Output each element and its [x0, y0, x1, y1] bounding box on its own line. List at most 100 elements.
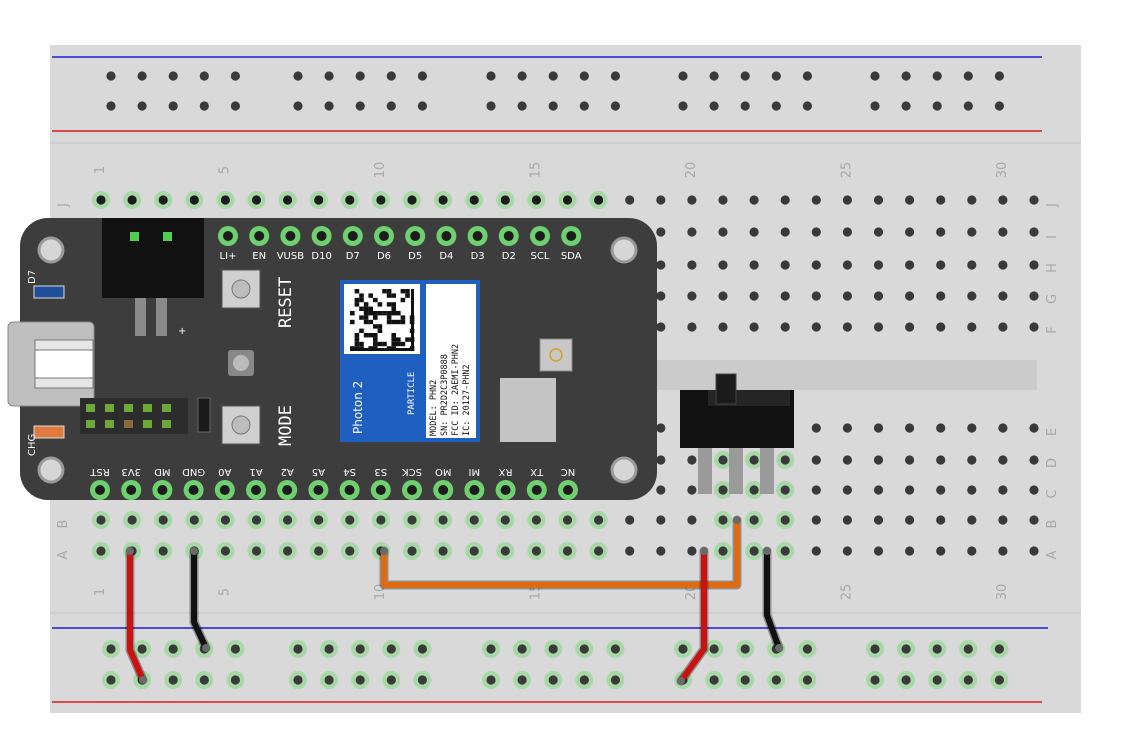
- breadboard-hole[interactable]: [154, 191, 173, 209]
- breadboard-hole[interactable]: [656, 546, 666, 556]
- breadboard-hole[interactable]: [780, 322, 790, 332]
- rail-hole[interactable]: [517, 101, 527, 111]
- breadboard-hole[interactable]: [998, 227, 1008, 237]
- board-pin[interactable]: [558, 480, 578, 500]
- breadboard-hole[interactable]: [745, 451, 764, 469]
- breadboard-hole[interactable]: [776, 481, 795, 499]
- breadboard-hole[interactable]: [1029, 260, 1039, 270]
- breadboard-hole[interactable]: [1029, 515, 1039, 525]
- breadboard-hole[interactable]: [936, 195, 946, 205]
- breadboard-hole[interactable]: [811, 195, 821, 205]
- rail-hole[interactable]: [293, 71, 303, 81]
- rail-hole[interactable]: [351, 640, 370, 658]
- breadboard-hole[interactable]: [718, 291, 728, 301]
- rail-hole[interactable]: [928, 640, 947, 658]
- rail-hole[interactable]: [932, 101, 942, 111]
- breadboard-hole[interactable]: [967, 227, 977, 237]
- breadboard-hole[interactable]: [776, 542, 795, 560]
- breadboard-hole[interactable]: [216, 511, 235, 529]
- board-pin[interactable]: [308, 480, 329, 500]
- rail-hole[interactable]: [866, 671, 884, 689]
- breadboard-hole[interactable]: [905, 195, 915, 205]
- rail-hole[interactable]: [897, 671, 916, 689]
- breadboard-hole[interactable]: [589, 191, 608, 209]
- breadboard-hole[interactable]: [811, 291, 821, 301]
- breadboard-hole[interactable]: [905, 260, 915, 270]
- breadboard-hole[interactable]: [873, 455, 884, 465]
- rail-hole[interactable]: [897, 640, 916, 658]
- breadboard-hole[interactable]: [936, 455, 946, 465]
- breadboard-hole[interactable]: [967, 485, 977, 495]
- breadboard-hole[interactable]: [558, 191, 577, 209]
- breadboard-hole[interactable]: [625, 195, 635, 205]
- breadboard-hole[interactable]: [873, 260, 884, 270]
- rail-hole[interactable]: [798, 671, 817, 689]
- breadboard-hole[interactable]: [216, 191, 235, 209]
- breadboard-hole[interactable]: [998, 515, 1008, 525]
- breadboard-hole[interactable]: [905, 485, 915, 495]
- breadboard-hole[interactable]: [718, 227, 728, 237]
- board-pin[interactable]: [121, 480, 142, 500]
- board-pin[interactable]: [370, 480, 391, 500]
- breadboard-hole[interactable]: [936, 322, 946, 332]
- breadboard-hole[interactable]: [247, 191, 266, 209]
- breadboard-hole[interactable]: [873, 195, 884, 205]
- rail-hole[interactable]: [705, 640, 724, 658]
- breadboard-hole[interactable]: [998, 291, 1008, 301]
- rail-hole[interactable]: [767, 671, 786, 689]
- rail-hole[interactable]: [866, 640, 884, 658]
- breadboard-hole[interactable]: [1029, 546, 1039, 556]
- breadboard-hole[interactable]: [247, 542, 266, 560]
- breadboard-hole[interactable]: [873, 515, 884, 525]
- breadboard-hole[interactable]: [776, 511, 795, 529]
- rail-hole[interactable]: [320, 640, 339, 658]
- board-pin[interactable]: [402, 480, 422, 500]
- rail-hole[interactable]: [802, 71, 813, 81]
- rail-hole[interactable]: [386, 71, 396, 81]
- breadboard-hole[interactable]: [718, 195, 728, 205]
- breadboard-hole[interactable]: [936, 291, 946, 301]
- breadboard-hole[interactable]: [842, 546, 853, 556]
- breadboard-hole[interactable]: [278, 511, 297, 529]
- breadboard-hole[interactable]: [340, 542, 359, 560]
- rail-hole[interactable]: [355, 101, 365, 111]
- rail-hole[interactable]: [133, 640, 152, 658]
- breadboard-hole[interactable]: [154, 511, 173, 529]
- rail-hole[interactable]: [293, 101, 303, 111]
- breadboard-hole[interactable]: [1029, 322, 1039, 332]
- rail-hole[interactable]: [901, 71, 911, 81]
- slide-switch[interactable]: [680, 373, 794, 494]
- rail-hole[interactable]: [195, 671, 214, 689]
- breadboard-hole[interactable]: [873, 227, 884, 237]
- rail-hole[interactable]: [382, 640, 401, 658]
- rail-hole[interactable]: [513, 671, 532, 689]
- breadboard-hole[interactable]: [1029, 291, 1039, 301]
- breadboard-hole[interactable]: [842, 423, 853, 433]
- rail-hole[interactable]: [289, 640, 307, 658]
- breadboard-hole[interactable]: [780, 227, 790, 237]
- breadboard-hole[interactable]: [687, 227, 697, 237]
- rail-hole[interactable]: [320, 671, 339, 689]
- breadboard-hole[interactable]: [496, 191, 515, 209]
- breadboard-hole[interactable]: [780, 260, 790, 270]
- breadboard-hole[interactable]: [123, 511, 142, 529]
- breadboard-hole[interactable]: [656, 322, 666, 332]
- breadboard-hole[interactable]: [749, 195, 759, 205]
- breadboard-hole[interactable]: [749, 260, 759, 270]
- breadboard-hole[interactable]: [811, 423, 821, 433]
- breadboard-hole[interactable]: [780, 195, 790, 205]
- breadboard-hole[interactable]: [656, 227, 666, 237]
- breadboard-hole[interactable]: [309, 191, 328, 209]
- rail-hole[interactable]: [771, 71, 781, 81]
- rail-hole[interactable]: [736, 640, 755, 658]
- breadboard-hole[interactable]: [656, 485, 666, 495]
- rail-hole[interactable]: [994, 71, 1005, 81]
- breadboard-hole[interactable]: [714, 451, 732, 469]
- breadboard-hole[interactable]: [998, 546, 1008, 556]
- rail-hole[interactable]: [230, 71, 240, 81]
- breadboard-hole[interactable]: [967, 455, 977, 465]
- rail-hole[interactable]: [486, 71, 496, 81]
- breadboard-hole[interactable]: [247, 511, 266, 529]
- rail-hole[interactable]: [137, 101, 147, 111]
- board-pin[interactable]: [152, 480, 173, 500]
